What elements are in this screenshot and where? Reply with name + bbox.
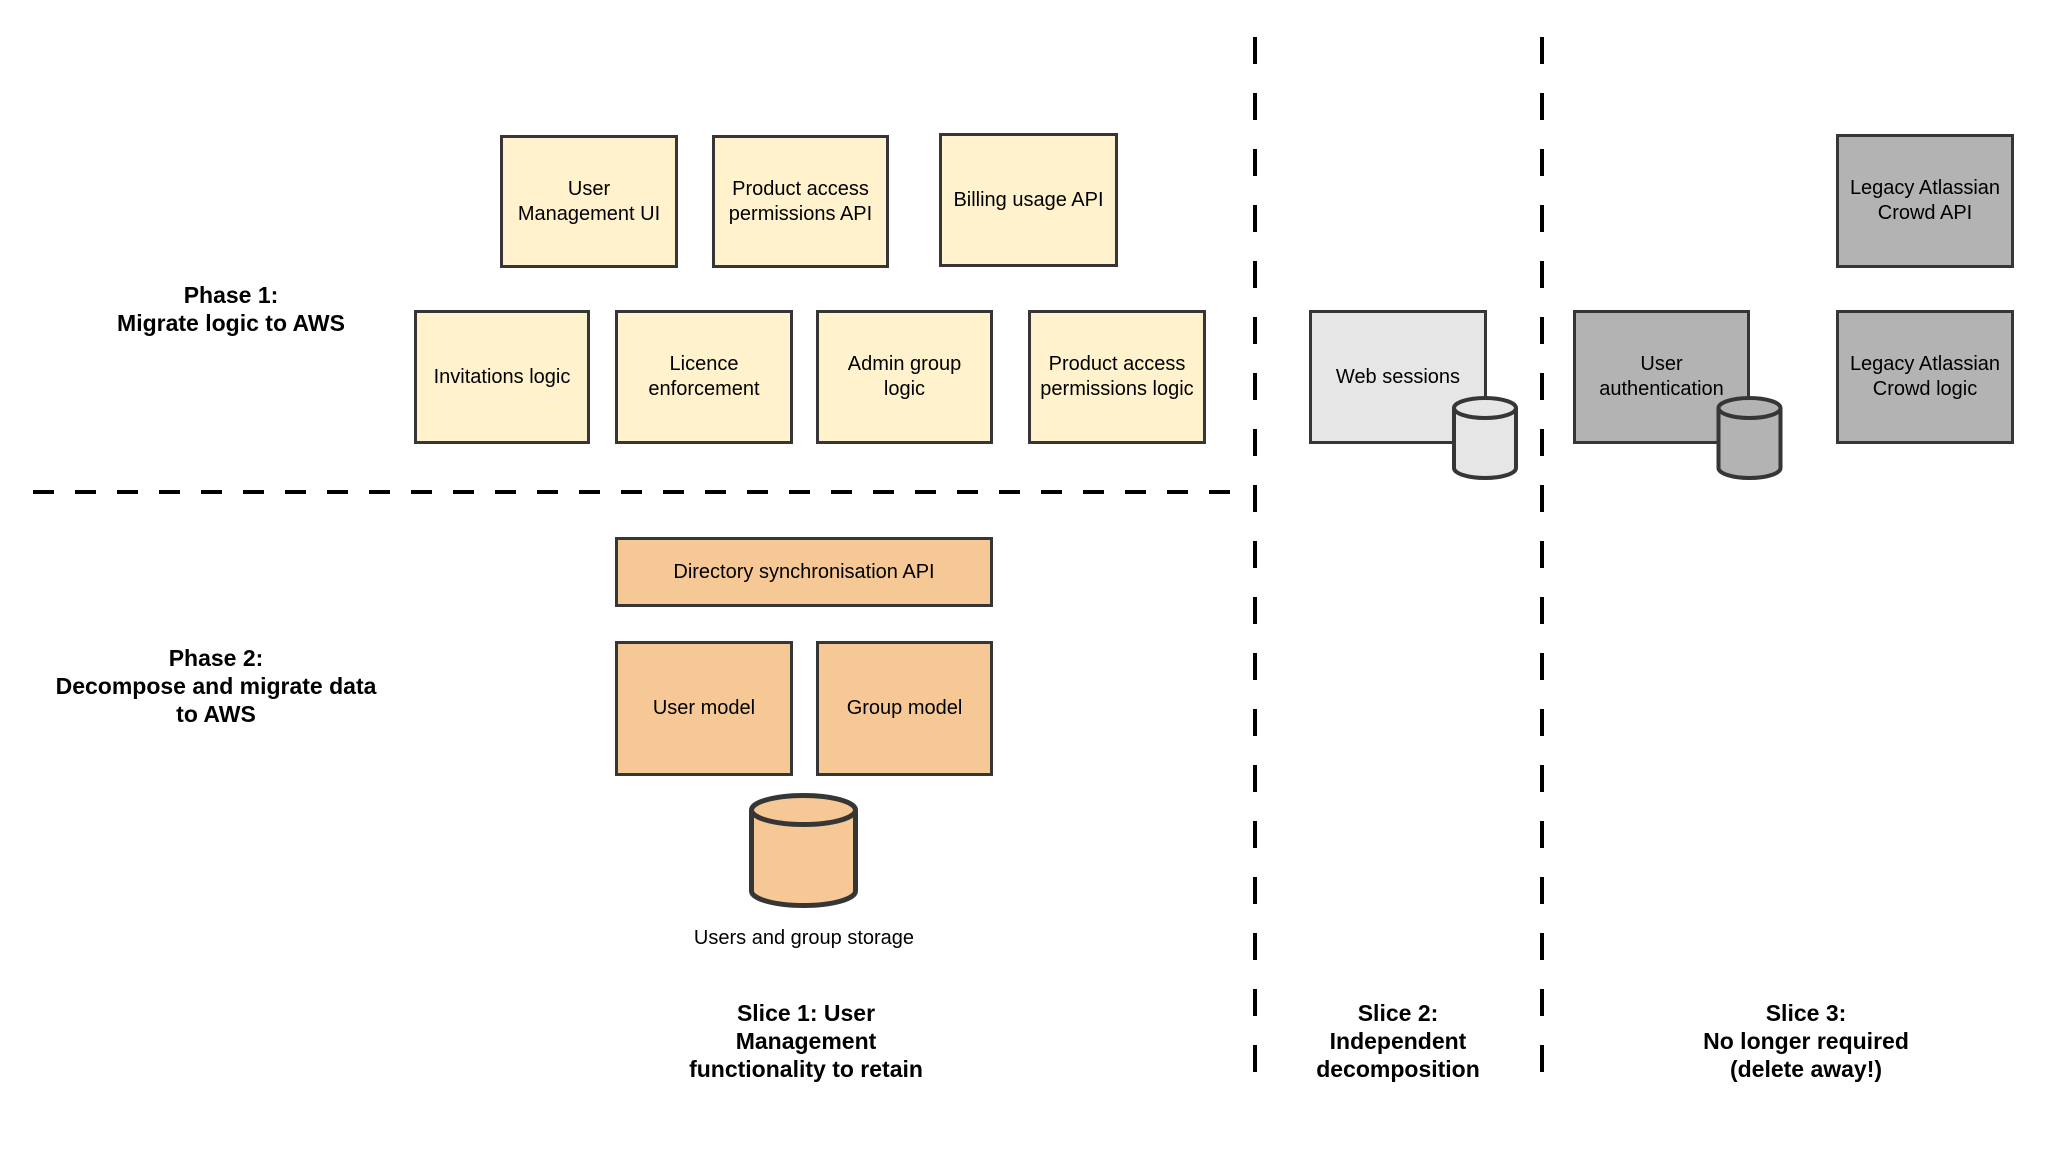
database-cylinder-icon	[749, 793, 858, 908]
slice-divider-line-2	[1540, 37, 1544, 1078]
box-product-access-permissions-api: Product access permissions API	[712, 135, 889, 268]
database-cylinder-icon	[1452, 396, 1518, 480]
box-user-authentication: User authentication	[1573, 310, 1750, 444]
box-directory-synchronisation-api: Directory synchronisation API	[615, 537, 993, 607]
phase-divider-line	[33, 490, 1245, 494]
box-web-sessions: Web sessions	[1309, 310, 1487, 444]
box-legacy-atlassian-crowd-api: Legacy Atlassian Crowd API	[1836, 134, 2014, 268]
slice2-label: Slice 2: Independent decomposition	[1316, 1000, 1480, 1082]
slice3-label: Slice 3: No longer required (delete away…	[1703, 1000, 1909, 1082]
box-group-model: Group model	[816, 641, 993, 776]
slice1-label: Slice 1: User Management functionality t…	[689, 1000, 923, 1082]
box-invitations-logic: Invitations logic	[414, 310, 590, 444]
box-legacy-atlassian-crowd-logic: Legacy Atlassian Crowd logic	[1836, 310, 2014, 444]
box-licence-enforcement: Licence enforcement	[615, 310, 793, 444]
box-product-access-permissions-logic: Product access permissions logic	[1028, 310, 1206, 444]
box-user-management-ui: User Management UI	[500, 135, 678, 268]
box-billing-usage-api: Billing usage API	[939, 133, 1118, 267]
storage-label: Users and group storage	[693, 927, 915, 949]
phase2-label: Phase 2: Decompose and migrate data to A…	[55, 645, 377, 727]
phase1-label: Phase 1: Migrate logic to AWS	[117, 282, 345, 336]
box-user-model: User model	[615, 641, 793, 776]
database-cylinder-icon	[1716, 396, 1783, 480]
box-admin-group-logic: Admin group logic	[816, 310, 993, 444]
slice-divider-line-1	[1253, 37, 1257, 1078]
